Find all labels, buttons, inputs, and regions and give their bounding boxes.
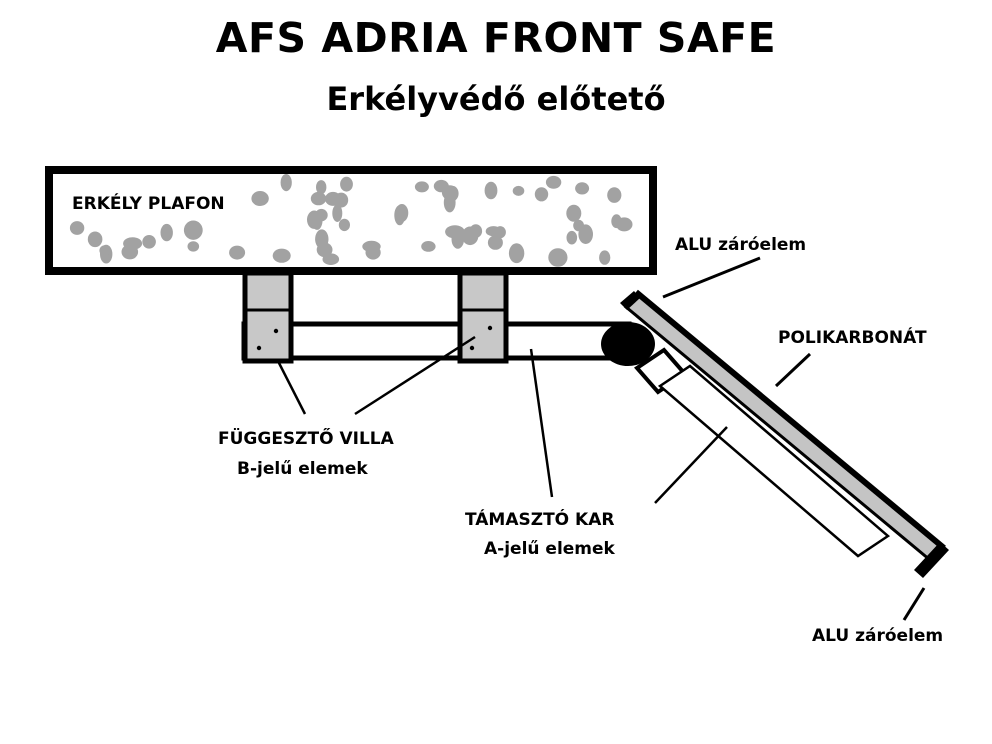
hanger-fork-left: [242, 270, 294, 364]
arm-joint: [601, 322, 655, 366]
label-support-arm: TÁMASZTÓ KAR: [465, 508, 614, 530]
concrete-speckle: [340, 176, 353, 192]
concrete-speckle: [508, 243, 525, 264]
concrete-speckle: [566, 230, 578, 245]
leader-hanger-right: [354, 335, 476, 416]
concrete-speckle: [421, 241, 436, 252]
concrete-speckle: [251, 191, 269, 206]
concrete-speckle: [183, 220, 203, 240]
concrete-speckle: [142, 235, 156, 249]
diagram-title: AFS ADRIA FRONT SAFE: [215, 14, 777, 62]
concrete-speckle: [599, 250, 611, 265]
leader-alu-bottom: [902, 587, 926, 621]
concrete-speckle: [322, 253, 340, 265]
label-ceiling: ERKÉLY PLAFON: [72, 192, 225, 214]
concrete-speckle: [310, 191, 327, 206]
concrete-speckle: [272, 248, 291, 263]
support-arm-diagonal: [657, 364, 891, 558]
concrete-speckle: [338, 218, 350, 232]
concrete-speckle: [69, 221, 85, 235]
concrete-speckle: [332, 204, 343, 222]
label-polycarbonate: POLIKARBONÁT: [778, 326, 927, 348]
panel-edge: [634, 289, 946, 551]
label-hanger: FÜGGESZTŐ VILLA: [218, 427, 395, 449]
alu-end-cap-top: [620, 291, 640, 310]
concrete-speckle: [229, 245, 246, 260]
concrete-speckles: [69, 174, 633, 267]
concrete-speckle: [485, 226, 502, 237]
alu-end-cap-bottom: [914, 542, 949, 578]
label-alu-top: ALU záróelem: [675, 235, 806, 255]
concrete-speckle: [414, 181, 429, 193]
concrete-speckle: [534, 187, 549, 202]
concrete-speckle: [315, 229, 329, 249]
leader-hanger-left: [277, 362, 307, 415]
concrete-speckle: [121, 244, 139, 260]
leader-support-arm-horizontal: [529, 348, 554, 498]
label-support-arm-sub: A-jelű elemek: [484, 539, 616, 559]
concrete-speckle: [575, 182, 590, 195]
leader-support-arm-diagonal: [654, 426, 728, 504]
label-alu-bottom: ALU záróelem: [812, 626, 943, 646]
concrete-speckle: [611, 214, 622, 229]
concrete-speckle: [545, 175, 562, 189]
concrete-speckle: [334, 192, 349, 208]
balcony-ceiling-slab: [45, 166, 657, 275]
leader-polycarbonate: [774, 352, 812, 388]
concrete-speckle: [484, 181, 498, 200]
diagram-subtitle: Erkélyvédő előtető: [326, 80, 666, 118]
concrete-speckle: [315, 208, 328, 222]
concrete-speckle: [566, 204, 582, 222]
concrete-speckle: [280, 174, 292, 192]
concrete-speckle: [451, 229, 465, 249]
concrete-speckle: [512, 185, 525, 196]
concrete-speckle: [87, 231, 103, 248]
support-arm-horizontal: [241, 321, 632, 361]
leader-alu-top: [662, 256, 761, 299]
concrete-speckle: [607, 187, 622, 203]
concrete-speckle: [160, 223, 173, 242]
hanger-fork-right: [457, 270, 509, 364]
label-hanger-sub: B-jelű elemek: [237, 459, 368, 479]
concrete-speckle: [469, 224, 483, 238]
concrete-speckle: [548, 248, 568, 267]
concrete-speckle: [394, 205, 406, 226]
concrete-speckle: [316, 180, 327, 195]
concrete-speckle: [487, 235, 503, 250]
concrete-speckle: [365, 245, 381, 260]
concrete-speckle: [446, 185, 459, 202]
concrete-speckle: [573, 219, 584, 232]
concrete-speckle: [187, 241, 200, 252]
concrete-speckle: [99, 245, 111, 256]
